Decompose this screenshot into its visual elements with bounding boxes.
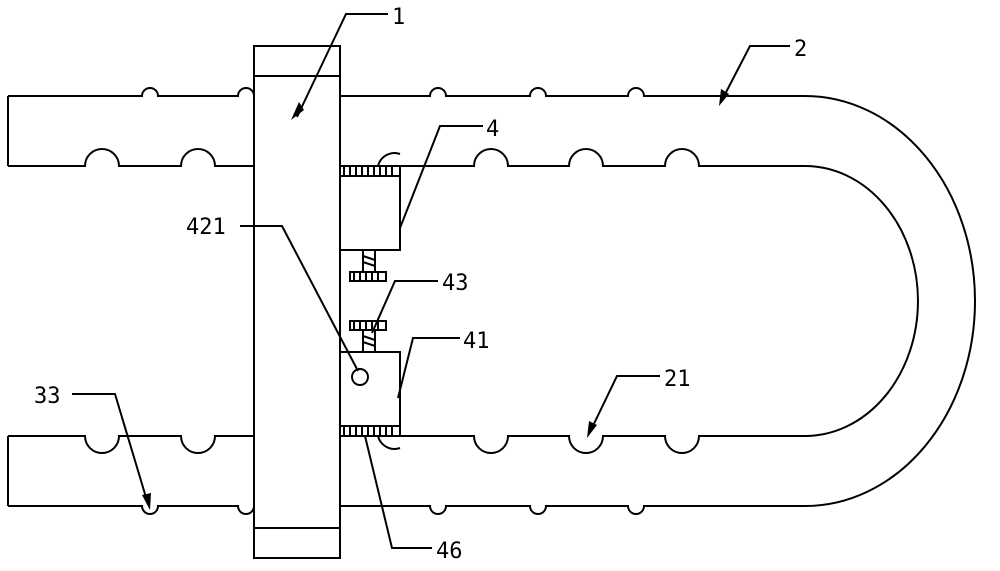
label-421: 421 bbox=[186, 215, 226, 240]
pivot-hole bbox=[351, 368, 369, 386]
label-4: 4 bbox=[486, 117, 499, 142]
label-43: 43 bbox=[442, 271, 469, 296]
clamp-block-upper bbox=[339, 152, 401, 251]
u-rod bbox=[7, 87, 976, 515]
label-41: 41 bbox=[463, 329, 490, 354]
label-1: 1 bbox=[392, 5, 405, 30]
label-46: 46 bbox=[436, 539, 463, 564]
label-21: 21 bbox=[664, 367, 691, 392]
main-frame bbox=[253, 45, 341, 559]
label-2: 2 bbox=[794, 37, 807, 62]
label-33: 33 bbox=[34, 384, 61, 409]
clamp-block-lower bbox=[339, 351, 401, 450]
screw bbox=[349, 249, 387, 353]
leader-lines bbox=[72, 13, 790, 549]
